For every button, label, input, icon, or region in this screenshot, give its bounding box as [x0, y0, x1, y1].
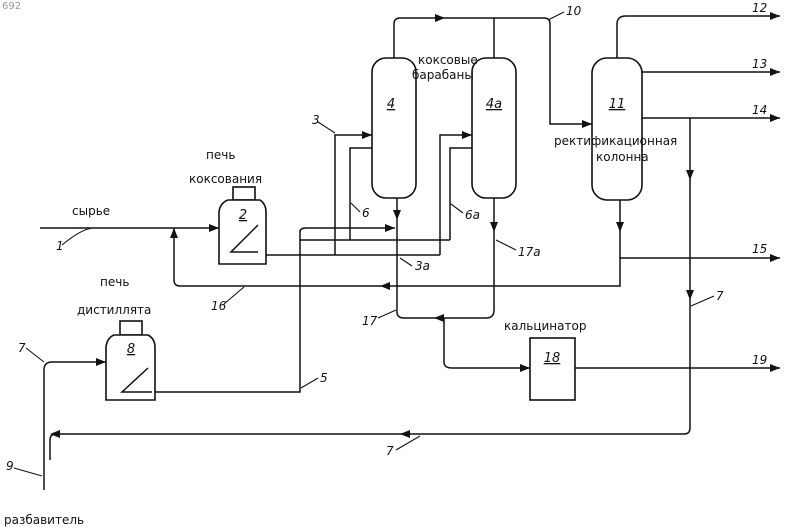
arrow-stream-17	[434, 314, 444, 322]
page-id: 692	[2, 1, 21, 12]
arrow-drum4a-bottom	[490, 222, 498, 232]
stream-13: 13	[752, 57, 767, 71]
arrow-stream-19	[770, 364, 780, 372]
arrow-feed	[209, 224, 219, 232]
calciner-18: 18	[530, 338, 575, 400]
coking-furnace-number: 2	[239, 208, 247, 223]
label-coking-furnace-2: коксования	[189, 172, 262, 186]
distillate-furnace-8: 8	[106, 321, 155, 400]
label-fractionator-2: колонна	[596, 150, 649, 164]
stream-19: 19	[752, 353, 767, 367]
label-coking-furnace-1: печь	[206, 148, 235, 162]
arrow-stream-14	[770, 114, 780, 122]
drum-4-number: 4	[387, 97, 395, 112]
arrow-stream-13	[770, 68, 780, 76]
coke-drum-4a: 4a	[472, 58, 516, 198]
distillate-furnace-number: 8	[127, 342, 135, 357]
stream-5: 5	[320, 371, 328, 385]
label-coke-drums-2: барабаны	[412, 68, 474, 82]
stream-9: 9	[6, 459, 14, 473]
stream-6: 6	[362, 206, 370, 220]
stream-17: 17	[362, 314, 378, 328]
arrow-stream-15	[770, 254, 780, 262]
coking-furnace-2: 2	[219, 187, 266, 264]
arrow-line5	[385, 224, 395, 232]
arrow-calciner-in	[520, 364, 530, 372]
stream-15: 15	[752, 242, 767, 256]
arrow-recycle-16	[380, 282, 390, 290]
arrow-stream-7-down2	[686, 290, 694, 300]
arrow-stream-12	[770, 12, 780, 20]
stream-7-right: 7	[716, 289, 724, 303]
label-distillate-furnace-1: печь	[100, 275, 129, 289]
stream-14: 14	[752, 103, 767, 117]
label-fractionator-1: ректификационная	[554, 134, 677, 148]
label-feed: сырье	[72, 204, 110, 218]
stream-16: 16	[211, 299, 227, 313]
fractionator-column-11: 11	[592, 58, 642, 200]
arrow-fractionator-in	[582, 120, 592, 128]
arrow-recycle-up	[170, 228, 178, 238]
arrow-recycle-7	[400, 430, 410, 438]
stream-12: 12	[752, 1, 767, 15]
stream-10: 10	[566, 4, 582, 18]
stream-3: 3	[312, 113, 320, 127]
stream-1: 1	[56, 239, 64, 253]
coke-drum-4: 4	[372, 58, 416, 198]
drum-4a-number: 4a	[486, 97, 502, 112]
stream-3a: 3a	[415, 259, 430, 273]
stream-6a: 6a	[465, 208, 480, 222]
label-diluent: разбавитель	[4, 513, 84, 527]
label-calciner: кальцинатор	[504, 319, 586, 333]
arrow-stream-7-down	[686, 170, 694, 180]
label-coke-drums-1: коксовые	[418, 53, 478, 67]
arrow-recycle-7-end	[50, 430, 60, 438]
arrow-drum4-inlet	[362, 131, 372, 139]
arrow-drum4-bottom	[393, 210, 401, 220]
calciner-number: 18	[544, 351, 561, 366]
stream-7-left: 7	[18, 341, 26, 355]
arrow-fractionator-bottoms	[616, 222, 624, 232]
stream-17a: 17a	[518, 245, 541, 259]
label-distillate-furnace-2: дистиллята	[77, 303, 151, 317]
arrow-overhead	[435, 14, 445, 22]
fractionator-number: 11	[609, 97, 626, 112]
arrow-drum4a-inlet	[462, 131, 472, 139]
arrow-distillate-furnace-in	[96, 358, 106, 366]
stream-7-bottom: 7	[386, 444, 394, 458]
